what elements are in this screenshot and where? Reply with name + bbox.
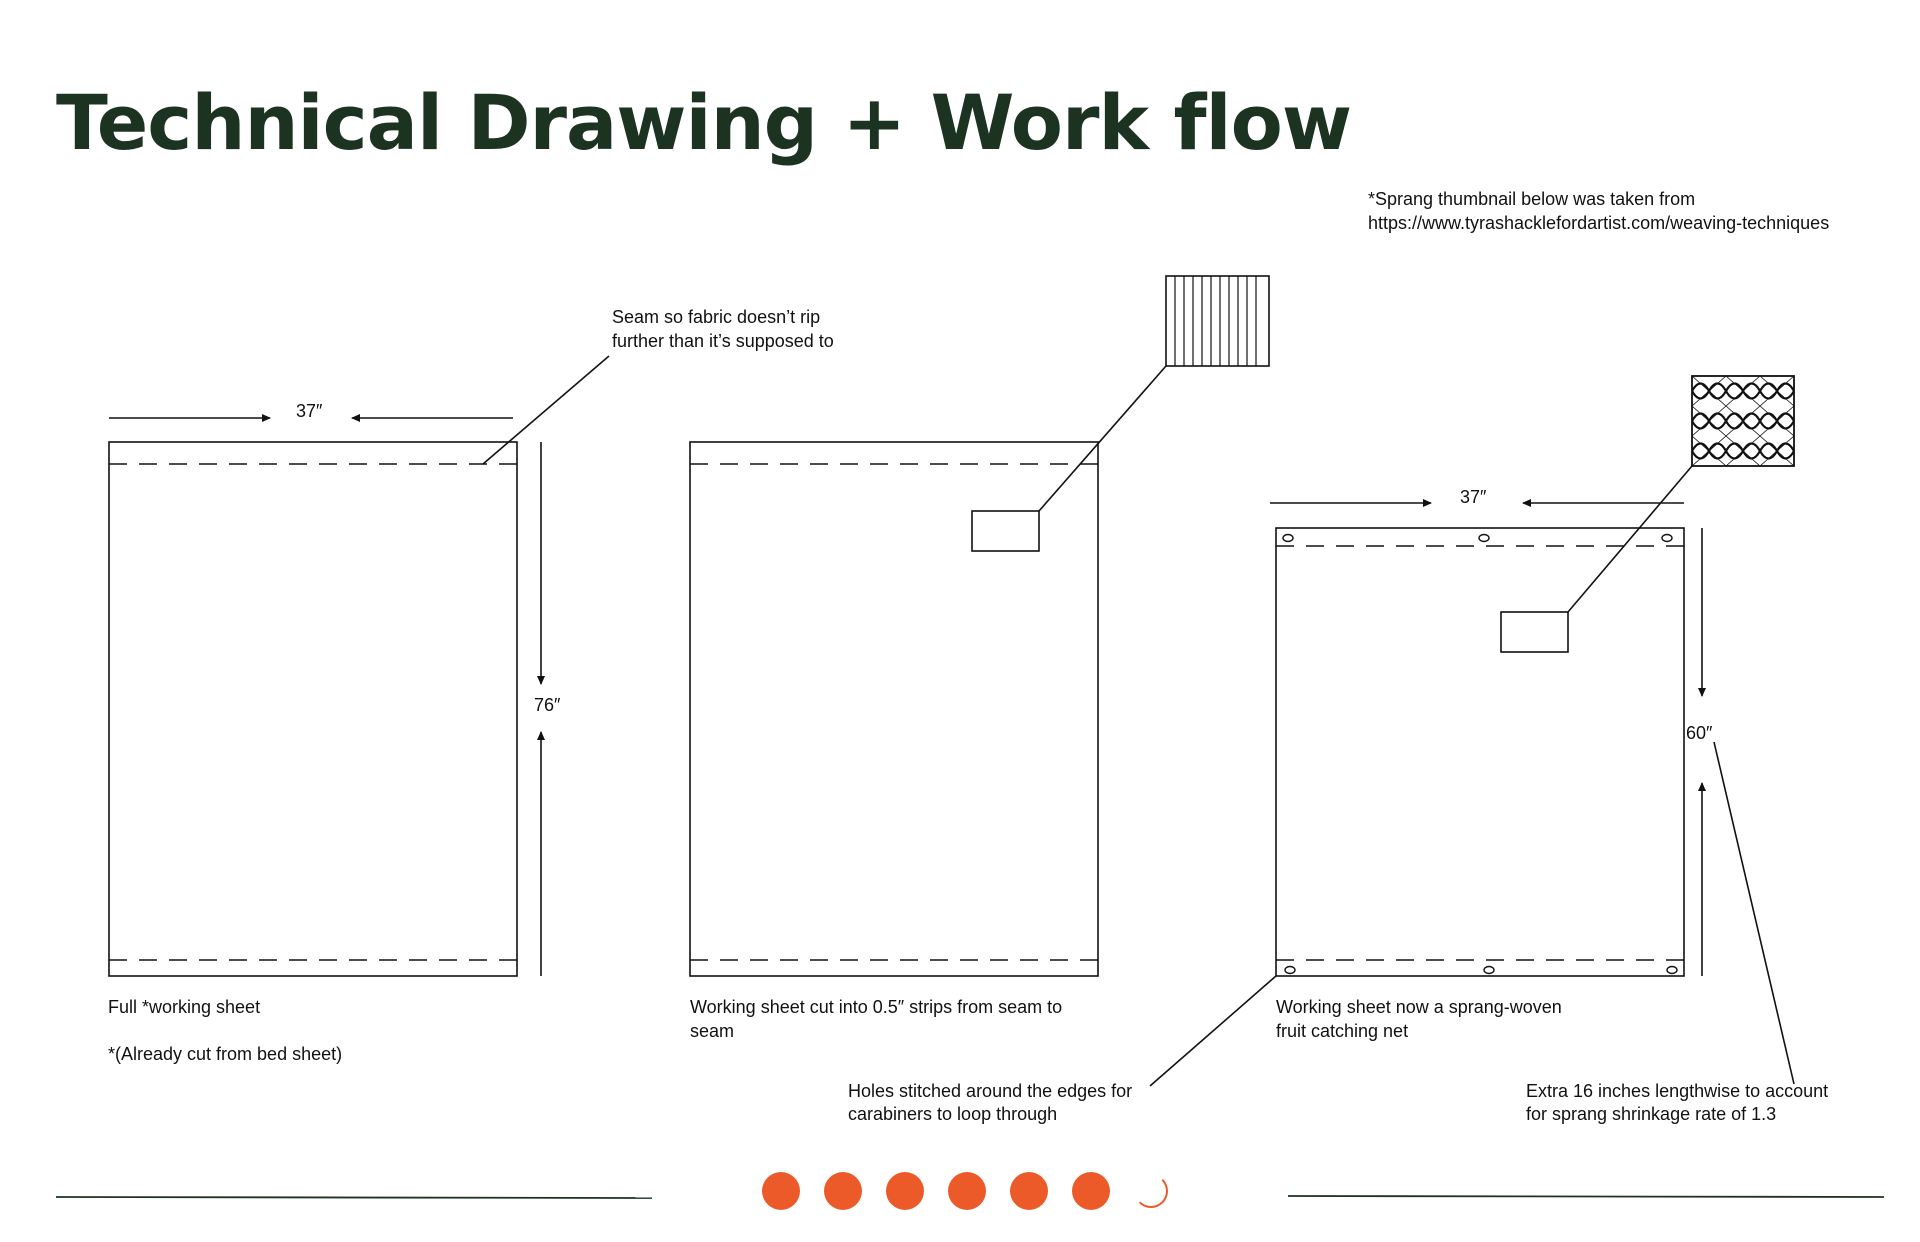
page-title: Technical Drawing + Work flow: [56, 78, 1352, 167]
sheet1: [108, 355, 610, 977]
footer-rule-right: [1287, 1195, 1885, 1198]
extra-length-leader-line: [1713, 741, 1795, 1085]
hole: [1661, 533, 1673, 543]
holes-note-line1: Holes stitched around the edges for: [848, 1081, 1133, 1101]
sheet2-outline: [689, 441, 1099, 977]
sheet1-outline: [108, 441, 518, 977]
sheet3-detail-box: [1500, 611, 1569, 653]
sheet2-caption-line1: Working sheet cut into 0.5″ strips from …: [690, 997, 1063, 1017]
sheet2-detail-leader: [1038, 365, 1167, 512]
extra-length-note-line1: Extra 16 inches lengthwise to account: [1526, 1081, 1829, 1101]
page-dot[interactable]: [1010, 1172, 1048, 1210]
sheet3-holes: [1282, 533, 1678, 975]
sprang-thumbnail: [1691, 375, 1795, 467]
page-dot[interactable]: [1072, 1172, 1110, 1210]
sheet3: [1149, 375, 1795, 1087]
seam-note-line1: Seam so fabric doesn’t rip: [612, 307, 821, 327]
page-dot[interactable]: [762, 1172, 800, 1210]
strips-thumbnail: [1165, 275, 1270, 367]
footer-rule-left: [55, 1196, 653, 1199]
seam-note-line2: further than it’s supposed to: [612, 331, 834, 351]
hole: [1284, 965, 1296, 975]
source-note-line1: *Sprang thumbnail below was taken from: [1368, 189, 1696, 209]
hole: [1478, 533, 1490, 543]
sheet3-detail-leader: [1567, 465, 1693, 613]
page-dot[interactable]: [886, 1172, 924, 1210]
sheet3-caption-line2: fruit catching net: [1276, 1021, 1409, 1041]
hole: [1282, 533, 1294, 543]
sheet1-width-label: 37″: [296, 401, 323, 421]
sheet3-height-label: 60″: [1686, 723, 1713, 743]
sheet2-detail-box: [971, 510, 1040, 552]
holes-leader-line: [1149, 975, 1277, 1087]
sheet3-caption-line1: Working sheet now a sprang-woven: [1276, 997, 1562, 1017]
source-note-line2: https://www.tyrashacklefordartist.com/we…: [1368, 213, 1830, 233]
page-dot[interactable]: [824, 1172, 862, 1210]
sheet2-caption-line2: seam: [690, 1021, 735, 1041]
sheet1-caption-line1: Full *working sheet: [108, 997, 261, 1017]
page-dot[interactable]: [948, 1172, 986, 1210]
hole: [1483, 965, 1495, 975]
sheet2: [689, 275, 1270, 977]
page-dot-current[interactable]: [1134, 1174, 1168, 1208]
hole: [1666, 965, 1678, 975]
sheet1-height-label: 76″: [534, 695, 561, 715]
sheet1-caption-line2: *(Already cut from bed sheet): [108, 1044, 343, 1064]
sheet3-outline: [1275, 527, 1685, 977]
pagination-dots: [762, 1172, 1168, 1210]
seam-leader-line: [482, 355, 610, 465]
sheet3-width-label: 37″: [1460, 487, 1487, 507]
holes-note-line2: carabiners to loop through: [848, 1104, 1058, 1124]
extra-length-note-line2: for sprang shrinkage rate of 1.3: [1526, 1104, 1777, 1124]
